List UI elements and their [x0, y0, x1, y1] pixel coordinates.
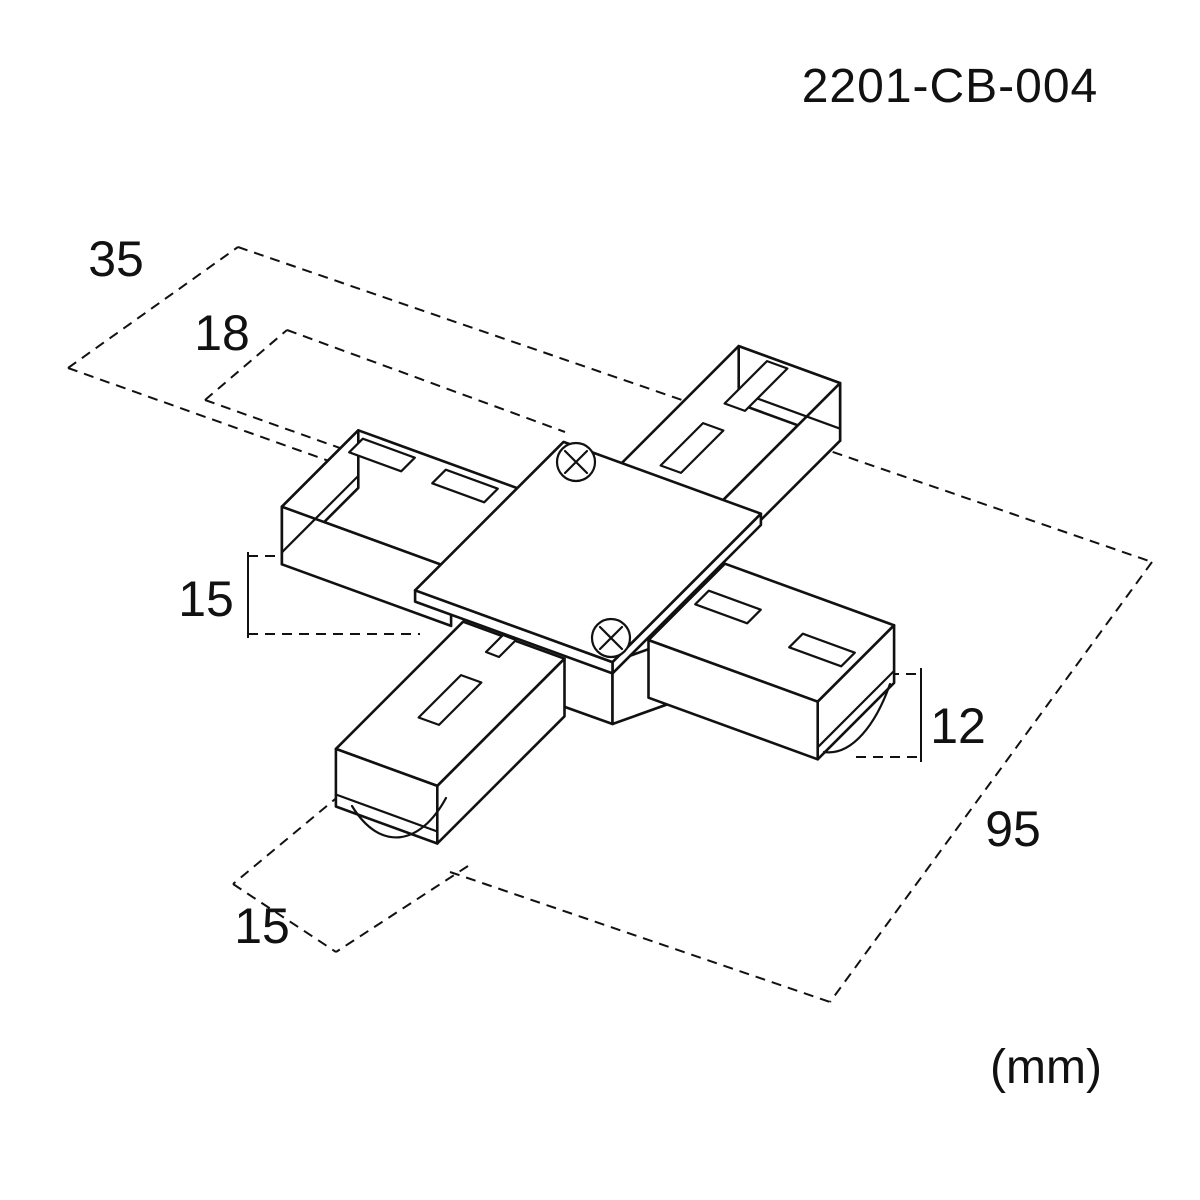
ext-line-35-low: [67, 367, 431, 498]
ext-line-18-a: [286, 329, 566, 433]
dim-line-95: [829, 561, 1153, 1003]
arm-right-slot-1: [694, 589, 762, 625]
labels: 2201-CB-004 35 18 15 12 95 15 (mm): [88, 60, 1102, 1094]
arm-right: [647, 562, 896, 761]
arm-left-side-face: [280, 505, 453, 628]
arm-left-slot-1: [348, 437, 416, 473]
dim-label-95: 95: [985, 801, 1041, 857]
arm-left-endcap-lip: [280, 474, 360, 554]
arm-lower-left-latch-curve: [350, 796, 448, 839]
arm-upper-right-slot-1: [723, 360, 789, 412]
arm-upper-right-slot-2: [659, 422, 725, 474]
dim-label-15-left: 15: [178, 571, 234, 627]
screw-marker-top: [555, 441, 597, 483]
unit-label: (mm): [990, 1041, 1102, 1094]
ext-line-95-low: [449, 871, 831, 1003]
arm-lower-left: [334, 620, 566, 845]
cover-plate: [413, 440, 763, 675]
dim-line-18: [204, 329, 288, 401]
arm-left: [280, 429, 529, 628]
screw-cross-top-2: [563, 449, 589, 475]
arm-right-latch-curve: [822, 682, 892, 754]
dim-line-35: [67, 246, 239, 369]
ext-line-15b-1: [232, 794, 341, 885]
dim-label-18: 18: [194, 305, 250, 361]
dim-line-15b: [232, 883, 337, 953]
part-number-label: 2201-CB-004: [802, 60, 1099, 113]
screw-marker-bottom: [590, 617, 632, 659]
arm-right-endcap-lip: [816, 669, 896, 749]
arm-right-slot-2: [788, 632, 856, 668]
connector-drawing: [280, 344, 896, 845]
screw-cross-bottom-2: [598, 625, 624, 651]
dim-label-12: 12: [930, 698, 986, 754]
arm-lower-left-slot-1: [417, 674, 483, 726]
arm-right-side-face: [647, 638, 819, 761]
arm-upper-right: [610, 344, 842, 570]
ext-line-15b-2: [335, 865, 469, 953]
arm-lower-left-side-face: [436, 657, 566, 845]
cover-plate-top-face: [413, 440, 763, 664]
dim-label-35: 35: [88, 231, 144, 287]
arm-left-slot-2: [431, 468, 499, 504]
dim-label-15-bottom: 15: [234, 898, 290, 954]
arm-lower-left-endcap-lip: [334, 793, 439, 833]
arm-lower-left-tab: [484, 633, 518, 659]
